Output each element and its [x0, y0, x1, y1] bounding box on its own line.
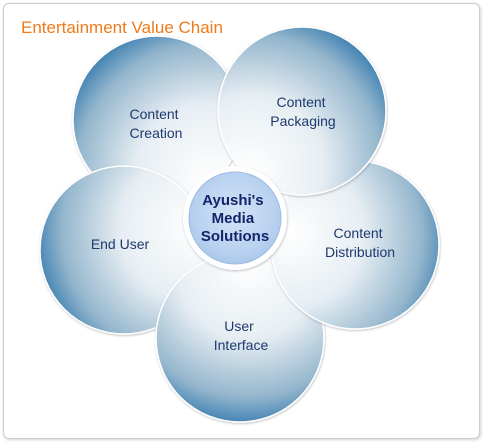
- center-hub: [188, 171, 282, 265]
- label-content-packaging: Content Packaging: [270, 94, 335, 129]
- label-user-interface: User Interface: [214, 318, 269, 353]
- label-center-hub: Ayushi's Media Solutions: [201, 192, 269, 245]
- diagram-title: Entertainment Value Chain: [21, 18, 223, 37]
- label-content-creation: Content Creation: [130, 106, 183, 141]
- petal-content-packaging: [217, 26, 387, 196]
- label-content-distribution: Content Distribution: [325, 225, 395, 260]
- label-end-user: End User: [91, 236, 150, 252]
